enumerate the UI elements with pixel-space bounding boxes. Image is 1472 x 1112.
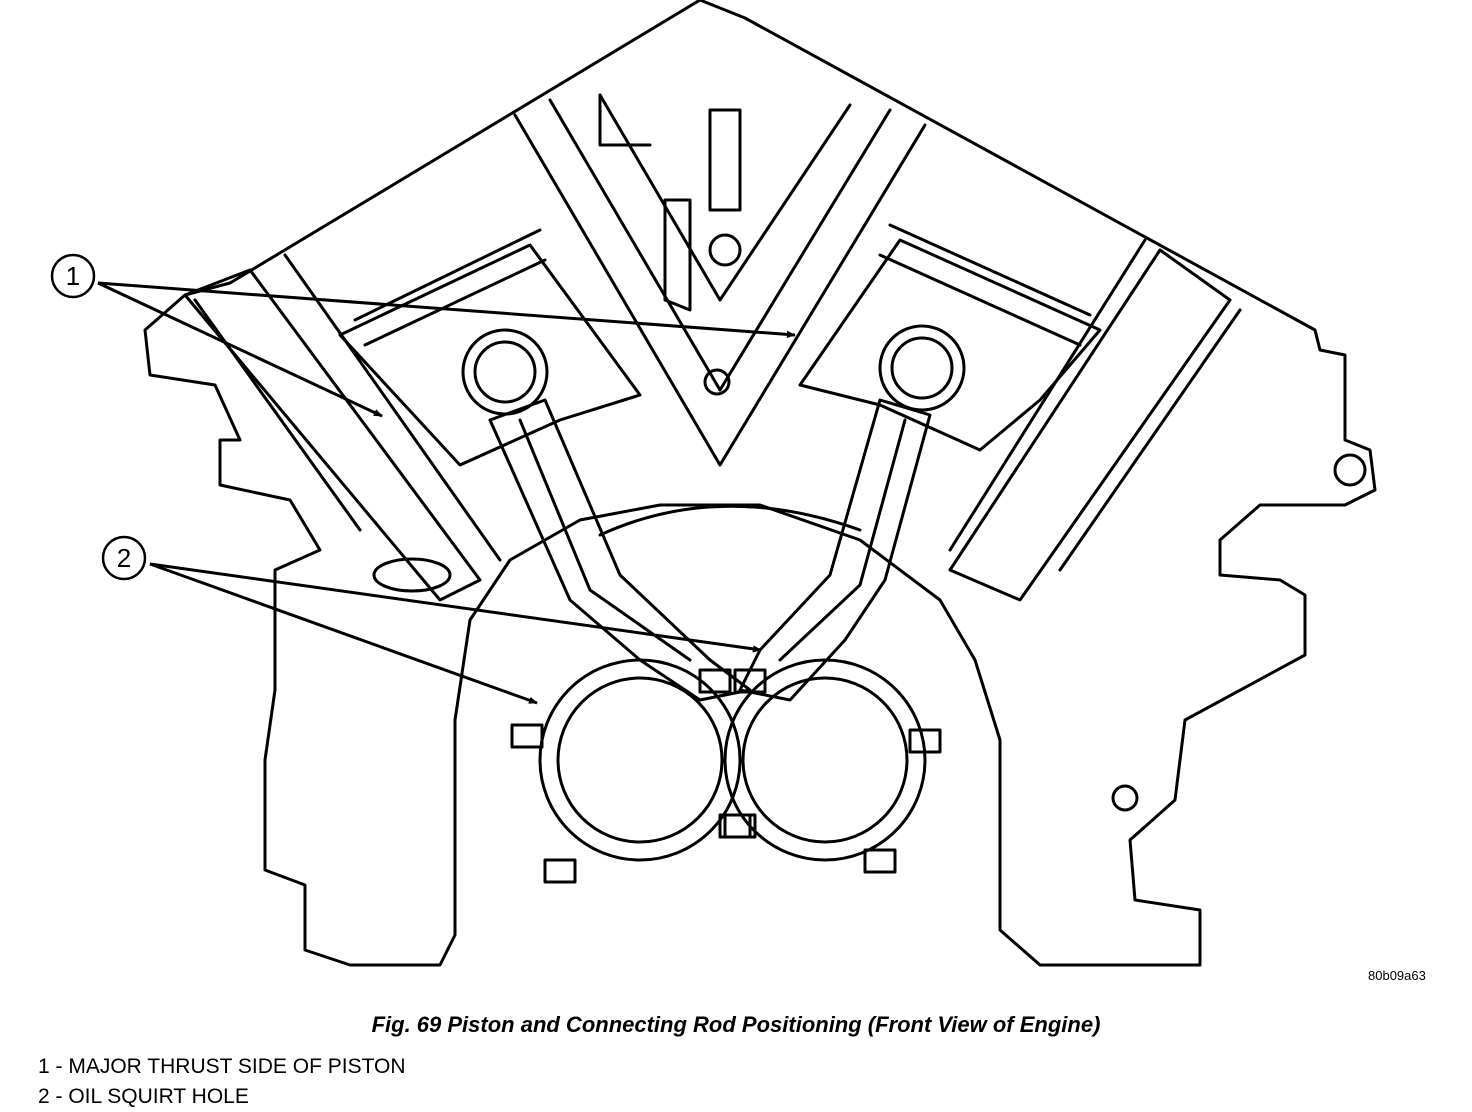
figure-caption: Fig. 69 Piston and Connecting Rod Positi…	[371, 1012, 1101, 1037]
callout-1-leader-a	[97, 281, 383, 418]
crankshaft	[598, 504, 862, 537]
figure-id-code: 80b09a63	[1368, 968, 1426, 983]
callout-2-leader-b	[149, 562, 762, 653]
right-cylinder-bore	[948, 248, 1232, 602]
callout-2-leader-a	[149, 562, 538, 705]
callout-2-number: 2	[117, 543, 131, 573]
callout-2: 2	[101, 535, 762, 705]
callout-1-number: 1	[66, 261, 80, 291]
right-connecting-rod	[738, 398, 932, 702]
v-valley	[513, 113, 927, 467]
right-piston	[798, 238, 1102, 452]
left-cylinder-bore	[183, 268, 482, 602]
callout-1-leader-b	[97, 281, 796, 338]
callout-1: 1	[50, 253, 796, 418]
callout-1-circle	[50, 253, 96, 299]
legend-item-2: 2 - OIL SQUIRT HOLE	[38, 1085, 249, 1108]
left-piston	[338, 243, 642, 467]
left-connecting-rod	[488, 398, 752, 702]
legend-item-1: 1 - MAJOR THRUST SIDE OF PISTON	[38, 1055, 406, 1078]
right-rod-big-end	[723, 658, 927, 862]
engine-diagram: 1 2	[50, 0, 1377, 967]
engine-block-outline	[143, 0, 1377, 967]
callout-2-circle	[101, 535, 147, 581]
left-rod-big-end	[538, 658, 742, 862]
